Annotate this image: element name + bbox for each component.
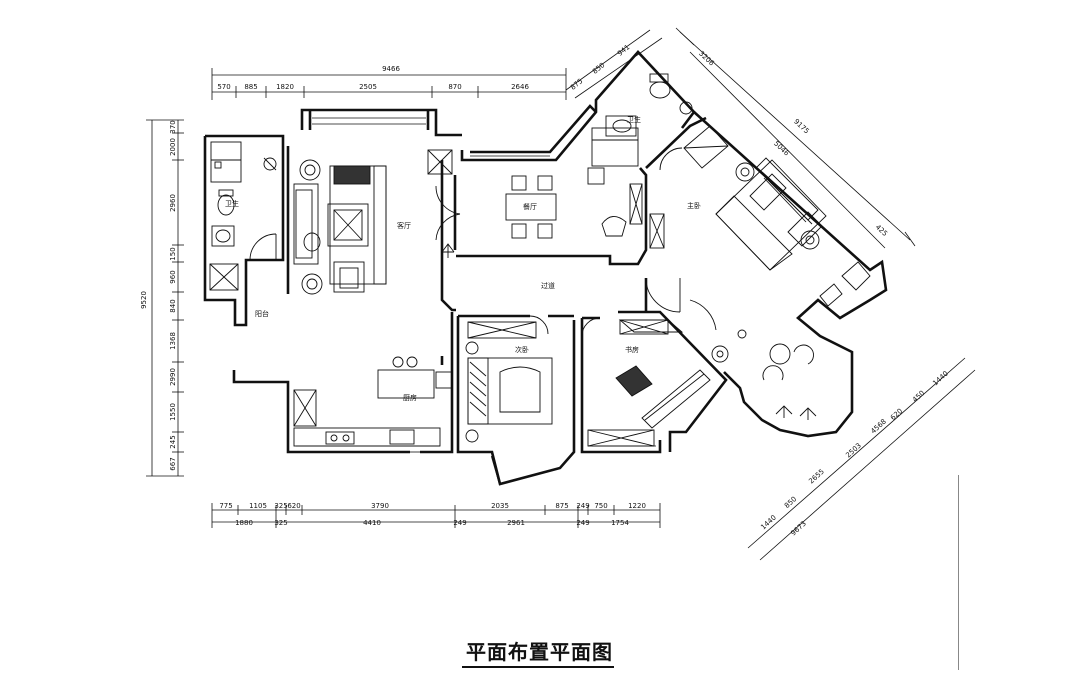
dim-bottom-r1: 2035: [491, 502, 509, 510]
dim-left-seg: 960: [169, 270, 177, 283]
dim-bottom-r1: 620: [287, 502, 300, 510]
study-furniture: [587, 319, 711, 447]
dim-left-seg: 2990: [169, 368, 177, 386]
room-label-study: 书房: [625, 345, 639, 354]
room-label-master: 主卧: [687, 201, 701, 210]
dim-left-seg: 150: [169, 247, 177, 260]
dim-bottom-r2: 4410: [363, 519, 381, 527]
dim-bottom-r2: 1754: [611, 519, 629, 527]
edge-line: [958, 475, 959, 670]
dim-bottom-r1: 750: [594, 502, 607, 510]
dim-bottom-r1: 875: [555, 502, 568, 510]
dim-right-small: 425: [874, 223, 889, 238]
dim-top-seg: 2505: [359, 83, 377, 91]
bed2-furniture: [465, 321, 553, 443]
dim-bottom-r2: 249: [453, 519, 466, 527]
room-label-secbed: 次卧: [515, 345, 529, 354]
room-label-kitchen: 厨房: [403, 393, 417, 402]
dim-bottom-r1: 325: [274, 502, 287, 510]
toilet1-fixtures: [209, 141, 277, 291]
drawing-title: 平面布置平面图: [466, 640, 613, 664]
dim-top-seg: 1820: [276, 83, 294, 91]
dim-lower-right: 1440: [931, 370, 950, 388]
dim-top-seg: 870: [448, 83, 461, 91]
room-label-corridor: 过道: [541, 281, 555, 290]
dim-left-seg: 2960: [169, 194, 177, 212]
dim-left-total: 9520: [140, 291, 148, 309]
title-underline: [462, 666, 614, 668]
doors: [249, 147, 717, 337]
dim-bottom-r2: 2961: [507, 519, 525, 527]
dim-lower-right: 2655: [807, 468, 826, 486]
dim-right-outer: 9175: [792, 118, 810, 136]
dim-bottom-r1: 3790: [371, 502, 389, 510]
dim-left-seg: 370: [169, 120, 177, 133]
dim-lower-right: 450: [911, 389, 926, 404]
balcony-furniture: [711, 329, 817, 420]
room-label-bath2: 卫生: [627, 115, 641, 124]
room-label-dining: 餐厅: [523, 202, 537, 211]
dim-bottom-r1: 1105: [249, 502, 267, 510]
dim-lower-right: 620: [889, 407, 904, 422]
dim-right-small: 3206: [697, 50, 716, 68]
bottom-dimension-lines: [211, 503, 661, 528]
dim-top-total: 9466: [382, 65, 400, 73]
dim-bottom-r1: 1220: [628, 502, 646, 510]
dining-furniture: [505, 127, 665, 249]
dim-lower-right: 4568: [869, 418, 888, 436]
dim-left-seg: 1550: [169, 403, 177, 421]
room-label-living: 客厅: [397, 221, 411, 230]
lower-bay-walls: [490, 455, 502, 485]
dim-lower-right: 850: [783, 495, 798, 510]
dim-bottom-r2: 249: [576, 519, 589, 527]
dim-bottom-r1: 775: [219, 502, 232, 510]
dim-left-seg: 2000: [169, 138, 177, 156]
dim-top-seg: 570: [217, 83, 230, 91]
dim-bottom-r2: 325: [274, 519, 287, 527]
dim-lower-right: 2503: [844, 442, 863, 460]
top-dimension-lines: [211, 68, 567, 100]
dim-top-seg: 885: [244, 83, 257, 91]
dim-bottom-r1: 249: [576, 502, 589, 510]
room-label-balcony: 阳台: [255, 309, 269, 318]
kitchen-furniture: [293, 356, 453, 447]
dim-left-seg: 245: [169, 435, 177, 448]
plants: [441, 243, 455, 258]
dim-bottom-r2: 1880: [235, 519, 253, 527]
room-label-toilet1: 卫生: [225, 199, 239, 208]
dim-right-inner: 5046: [772, 140, 791, 158]
dim-left-seg: 1368: [169, 332, 177, 350]
right-diagonal-dims: [675, 27, 916, 249]
dim-left-seg: 840: [169, 299, 177, 312]
dim-lower-right: 9673: [789, 520, 808, 538]
walls: [203, 50, 888, 486]
dim-top-seg: 2646: [511, 83, 529, 91]
dim-top-right: 875: [569, 77, 584, 92]
dim-lower-right: 1440: [759, 514, 778, 532]
living-furniture: [293, 149, 453, 295]
left-dimension-lines: [146, 119, 184, 477]
dim-top-right: 850: [591, 61, 606, 76]
top-right-diagonal-dims: [565, 29, 663, 99]
dim-left-seg: 667: [169, 457, 177, 470]
lower-right-diagonal-dims: [747, 357, 976, 561]
bath2-fixtures: [605, 73, 693, 137]
master-bed-furniture: [683, 125, 871, 307]
